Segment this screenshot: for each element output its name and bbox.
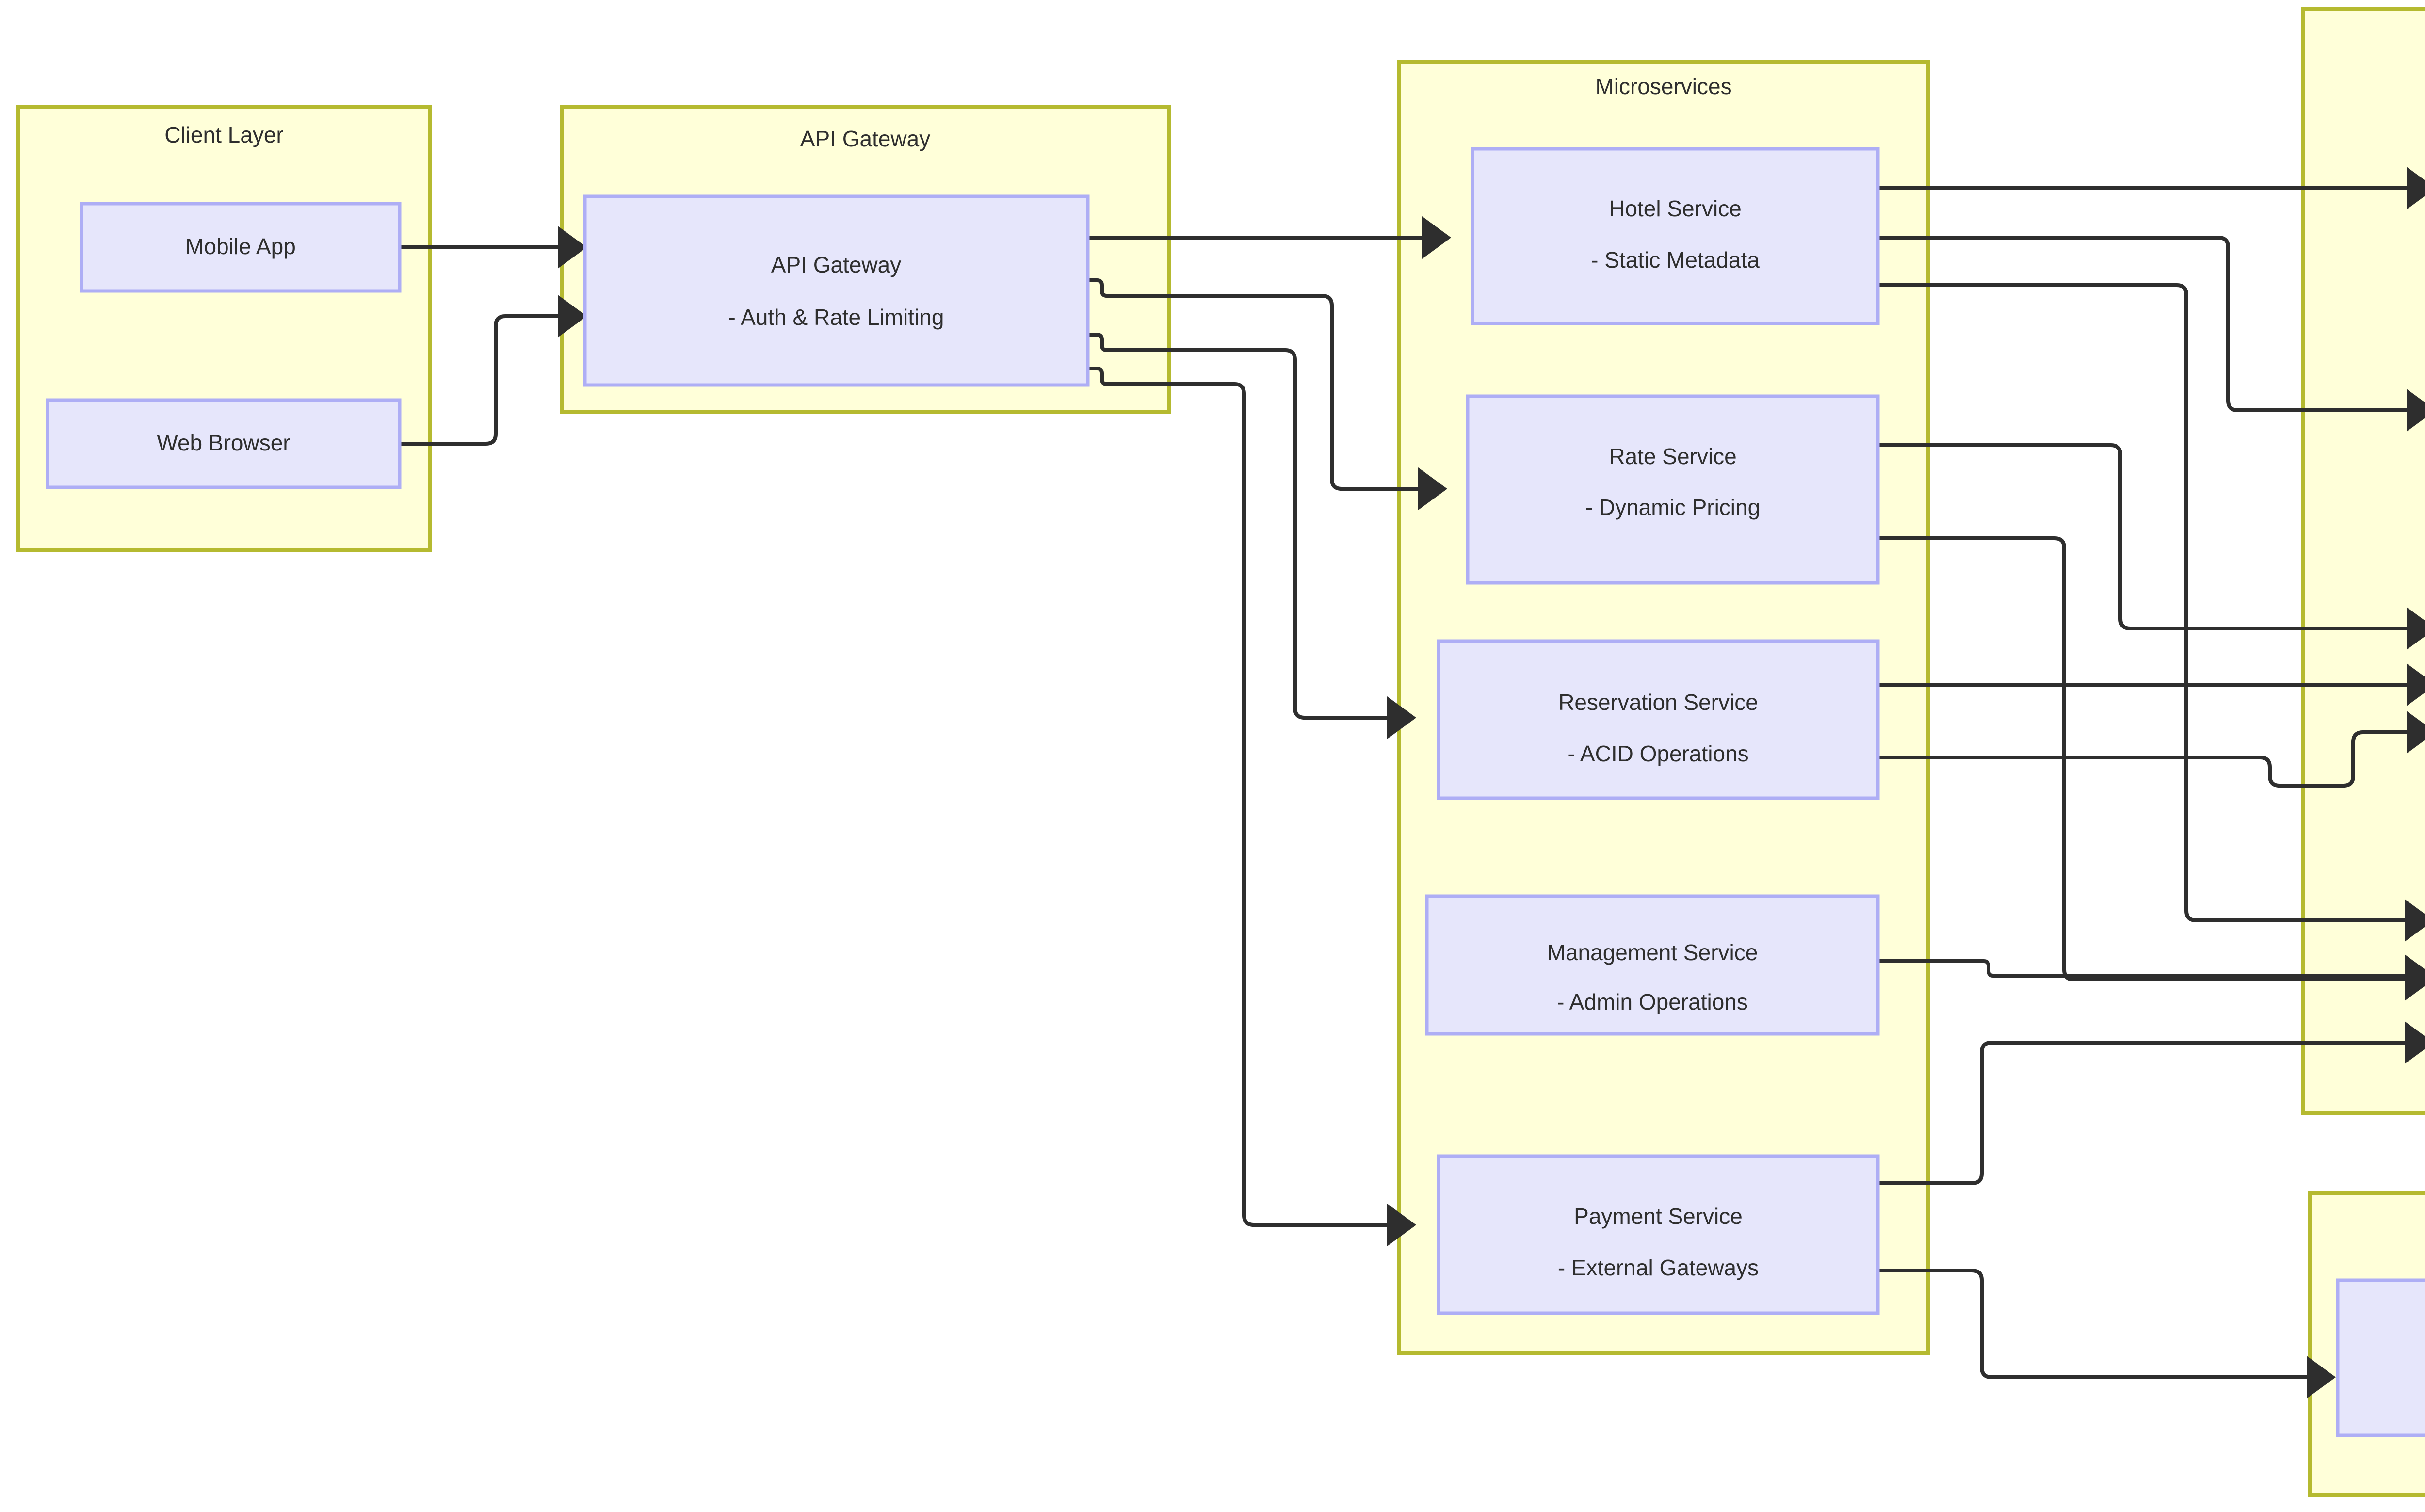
node-hotel-service-box xyxy=(1471,147,1880,325)
node-web-browser-label: Web Browser xyxy=(157,430,290,455)
edge-hotel-to-elasticsearch xyxy=(1878,167,2425,209)
edge-gateway-to-rate xyxy=(1088,278,1447,510)
node-rate-service-box xyxy=(1466,394,1880,585)
node-api-gateway[interactable]: API Gateway - Auth & Rate Limiting xyxy=(583,194,1090,387)
edge-payment-to-sql xyxy=(1878,1021,2425,1185)
edge-reservation-to-redis xyxy=(1878,663,2425,706)
arrowhead xyxy=(2307,1356,2336,1399)
node-hotel-service[interactable]: Hotel Service - Static Metadata xyxy=(1471,147,1880,325)
node-rate-service-label-line2: - Dynamic Pricing xyxy=(1585,495,1760,520)
node-reservation-service-box xyxy=(1437,639,1880,800)
edge-management-to-sql xyxy=(1878,954,2425,997)
node-management-service-box xyxy=(1425,894,1880,1036)
node-reservation-service-label-line1: Reservation Service xyxy=(1558,690,1758,715)
node-rate-service[interactable]: Rate Service - Dynamic Pricing xyxy=(1466,394,1880,585)
node-payment-service-label-line2: - External Gateways xyxy=(1558,1255,1759,1280)
node-rate-service-label-line1: Rate Service xyxy=(1609,444,1736,469)
arrowhead xyxy=(558,295,587,338)
cluster-client-layer-title: Client Layer xyxy=(164,122,283,147)
edge-browser-to-gateway xyxy=(400,295,587,446)
node-api-gateway-label-line2: - Auth & Rate Limiting xyxy=(728,305,944,330)
node-management-service-label-line1: Management Service xyxy=(1547,940,1758,965)
edge-hotel-to-sql xyxy=(1878,283,2425,942)
node-web-browser-box xyxy=(46,398,402,489)
node-mobile-app-box xyxy=(80,202,402,293)
node-payment-service[interactable]: Payment Service - External Gateways xyxy=(1437,1154,1880,1315)
arrowhead xyxy=(2407,167,2425,209)
node-payment-service-label-line1: Payment Service xyxy=(1574,1204,1743,1229)
node-management-service[interactable]: Management Service - Admin Operations xyxy=(1425,894,1880,1036)
edge-gateway-to-payment xyxy=(1088,367,1416,1246)
node-hotel-service-label-line2: - Static Metadata xyxy=(1591,247,1760,273)
arrowhead xyxy=(2407,607,2425,650)
node-api-gateway-box xyxy=(583,194,1090,387)
edge-mobile-to-gateway xyxy=(400,226,587,269)
edge-gateway-to-reservation xyxy=(1088,333,1416,739)
arrowhead xyxy=(2407,711,2425,754)
node-mobile-app[interactable]: Mobile App xyxy=(80,202,402,293)
arrowhead xyxy=(558,226,587,269)
edge-payment-to-stripe xyxy=(1878,1269,2336,1399)
node-web-browser[interactable]: Web Browser xyxy=(46,398,402,489)
node-api-gateway-label-line1: API Gateway xyxy=(771,252,901,277)
node-stripe-paypal-box xyxy=(2336,1278,2425,1437)
arrowhead xyxy=(2405,1021,2425,1064)
cluster-microservices-title: Microservices xyxy=(1595,74,1731,99)
node-stripe-paypal[interactable]: Stripe/PayPal - Payment Gateway xyxy=(2336,1278,2425,1437)
edge-rate-to-redis xyxy=(1878,443,2425,650)
arrowhead xyxy=(1422,216,1451,259)
arrowhead xyxy=(2405,899,2425,942)
node-mobile-app-label: Mobile App xyxy=(185,234,296,259)
edge-gateway-to-hotel xyxy=(1088,216,1451,259)
node-management-service-label-line2: - Admin Operations xyxy=(1557,989,1748,1014)
arrowhead xyxy=(2407,389,2425,432)
node-reservation-service-label-line2: - ACID Operations xyxy=(1568,741,1748,766)
edge-hotel-to-s3 xyxy=(1878,236,2425,432)
arrowhead xyxy=(2407,663,2425,706)
arrowhead xyxy=(2405,954,2425,997)
node-reservation-service[interactable]: Reservation Service - ACID Operations xyxy=(1437,639,1880,800)
arrowhead xyxy=(1418,467,1447,510)
node-payment-service-box xyxy=(1437,1154,1880,1315)
node-hotel-service-label-line1: Hotel Service xyxy=(1609,196,1742,221)
edge-reservation-to-sql xyxy=(1878,711,2425,788)
arrowhead xyxy=(1387,1204,1416,1246)
cluster-api-gateway-title: API Gateway xyxy=(800,126,930,151)
arrowhead xyxy=(1387,696,1416,739)
